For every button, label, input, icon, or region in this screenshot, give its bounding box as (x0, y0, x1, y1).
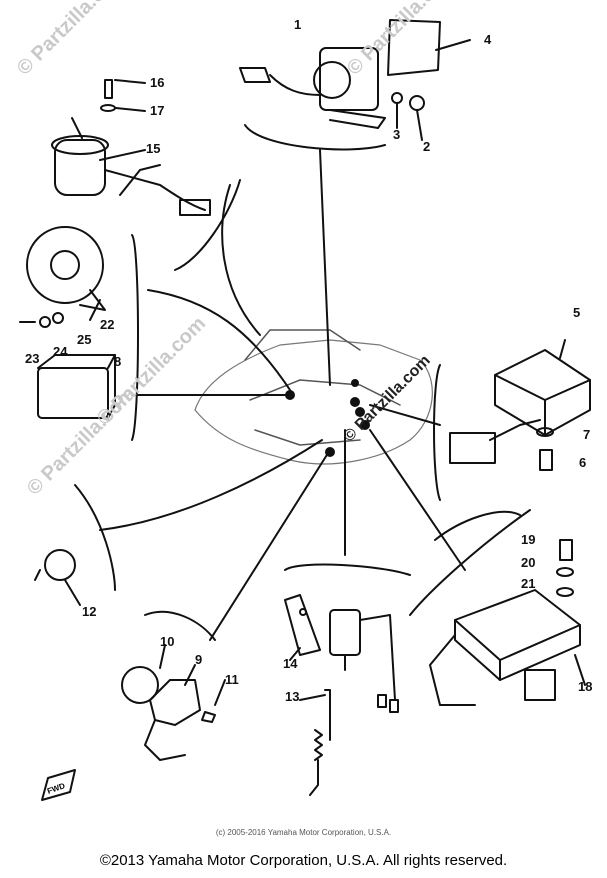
callout-21: 21 (521, 576, 536, 591)
part-20 (556, 567, 574, 577)
callout-24: 24 (53, 344, 68, 359)
fwd-arrow (41, 769, 76, 801)
part-21 (556, 587, 574, 597)
part-16 (104, 79, 113, 99)
copyright-notice: ©2013 Yamaha Motor Corporation, U.S.A. A… (99, 852, 508, 869)
part-8 (37, 354, 116, 419)
callout-19: 19 (521, 532, 536, 547)
callout-3: 3 (393, 127, 401, 142)
part-22 (26, 226, 106, 321)
part-1 (239, 47, 386, 129)
callout-16: 16 (150, 75, 165, 90)
callout-12: 12 (82, 604, 97, 619)
callout-17: 17 (150, 103, 165, 118)
part-15 (51, 117, 211, 216)
part-4 (387, 19, 441, 76)
frame-silhouette (194, 329, 433, 465)
callout-10: 10 (160, 634, 175, 649)
parts-diagram (19, 19, 591, 801)
part-14 (284, 594, 321, 656)
callout-1: 1 (294, 17, 302, 32)
callout-8: 8 (114, 354, 122, 369)
callout-6: 6 (579, 455, 587, 470)
part-2 (409, 95, 425, 111)
credit-line: (c) 2005-2016 Yamaha Motor Corporation, … (215, 828, 392, 837)
callout-5: 5 (573, 305, 581, 320)
part-9 (144, 679, 201, 761)
callout-7: 7 (583, 427, 591, 442)
callout-22: 22 (100, 317, 115, 332)
callout-15: 15 (146, 141, 161, 156)
callout-18: 18 (578, 679, 593, 694)
part-7 (536, 427, 554, 437)
callout-25: 25 (77, 332, 92, 347)
callout-14: 14 (283, 656, 298, 671)
part-10 (121, 666, 159, 704)
part-25 (52, 312, 64, 324)
callout-4: 4 (484, 32, 492, 47)
part-11 (201, 711, 216, 723)
part-6 (539, 449, 553, 471)
part-5 (449, 339, 591, 464)
callout-11: 11 (225, 672, 239, 687)
part-19 (559, 539, 573, 561)
part-18 (429, 589, 581, 706)
part-13 (309, 609, 361, 796)
callout-13: 13 (285, 689, 300, 704)
callout-20: 20 (521, 555, 536, 570)
part-24 (39, 316, 51, 328)
callout-9: 9 (195, 652, 203, 667)
callout-23: 23 (25, 351, 40, 366)
part-17 (100, 104, 116, 112)
part-12 (34, 549, 81, 606)
part-3 (391, 92, 403, 104)
callout-2: 2 (423, 139, 431, 154)
